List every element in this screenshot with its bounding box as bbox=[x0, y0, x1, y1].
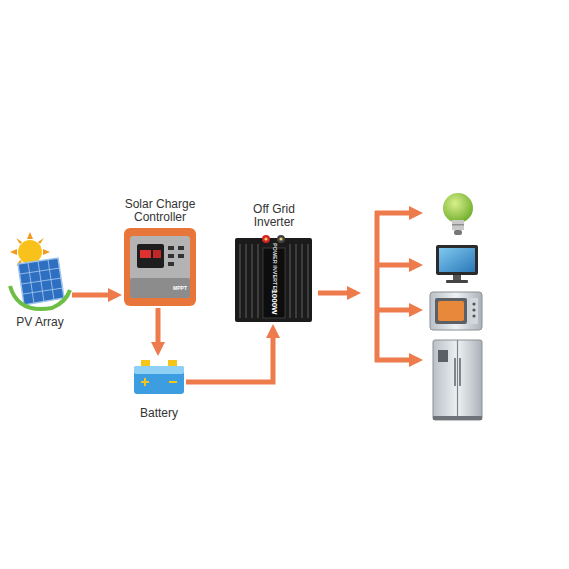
battery-node: Battery bbox=[133, 358, 185, 396]
distribution-arrows bbox=[375, 211, 380, 362]
inverter-icon bbox=[307, 244, 309, 318]
inverter-icon bbox=[251, 244, 253, 318]
pv-array-icon bbox=[10, 232, 70, 309]
monitor-icon bbox=[436, 245, 478, 275]
inverter-icon bbox=[295, 244, 297, 318]
inverter-icon bbox=[262, 235, 270, 243]
fridge-icon bbox=[433, 416, 482, 420]
inverter-icon bbox=[277, 235, 285, 243]
monitor-icon bbox=[446, 280, 468, 283]
microwave-icon bbox=[435, 298, 467, 324]
panel-grid bbox=[20, 260, 63, 304]
inverter-icon bbox=[245, 244, 247, 318]
distribution-arrows bbox=[375, 308, 418, 313]
power-rating: 1000W bbox=[270, 289, 278, 314]
inverter-icon bbox=[235, 238, 312, 322]
panel-grid bbox=[20, 268, 60, 274]
sun-rays bbox=[27, 232, 33, 239]
microwave-icon bbox=[472, 302, 475, 305]
pv-array-node: PV Array bbox=[8, 236, 72, 308]
light-bulb-icon bbox=[452, 220, 464, 230]
inverter-icon bbox=[235, 235, 312, 322]
sun-rays bbox=[16, 238, 22, 244]
distribution-arrows bbox=[375, 263, 418, 268]
inverter-icon bbox=[239, 244, 241, 318]
battery-icon bbox=[168, 360, 177, 367]
node-label: PV Array bbox=[0, 316, 80, 329]
node-label: Off Grid Inverter bbox=[234, 203, 314, 229]
panel-grid bbox=[23, 288, 63, 294]
flow-arrow bbox=[72, 293, 117, 298]
fridge-icon bbox=[459, 358, 461, 386]
node-label: Battery bbox=[119, 407, 199, 420]
solar-panel bbox=[18, 258, 64, 305]
battery-icon bbox=[169, 381, 177, 383]
fridge-icon bbox=[433, 340, 482, 420]
fridge-icon bbox=[457, 340, 458, 420]
charge-controller-icon bbox=[168, 262, 174, 266]
model-text: MPPT bbox=[173, 286, 187, 291]
charge-controller-icon bbox=[124, 228, 196, 306]
charge-controller-icon bbox=[178, 246, 184, 250]
battery-icon bbox=[134, 366, 184, 394]
inverter-icon bbox=[289, 244, 291, 318]
distribution-arrows bbox=[375, 358, 418, 363]
flow-arrow bbox=[156, 308, 161, 351]
panel-grid bbox=[22, 278, 62, 284]
monitor-icon bbox=[453, 275, 461, 280]
light-bulb-icon bbox=[443, 193, 473, 235]
fridge-icon bbox=[438, 350, 448, 362]
microwave-icon bbox=[430, 292, 482, 330]
sun-rays bbox=[43, 249, 50, 255]
microwave-icon bbox=[430, 292, 482, 330]
distribution-arrows bbox=[375, 211, 418, 216]
battery-icon bbox=[144, 378, 146, 386]
light-bulb-icon bbox=[454, 230, 462, 235]
light-bulb-icon bbox=[443, 193, 473, 223]
charge-controller-icon bbox=[130, 236, 190, 298]
charge-controller-icon bbox=[168, 246, 174, 250]
charge-controller-icon bbox=[168, 254, 174, 258]
light-bulb-icon bbox=[452, 224, 464, 226]
monitor-icon bbox=[439, 248, 475, 272]
charge-controller-icon bbox=[124, 228, 196, 306]
charge-controller-icon bbox=[140, 250, 151, 258]
fridge-icon bbox=[454, 358, 456, 386]
sun-rays bbox=[38, 238, 44, 244]
inverter-icon bbox=[257, 244, 259, 318]
flow-arrow bbox=[186, 329, 273, 382]
distribution-arrows bbox=[318, 291, 356, 296]
microwave-icon bbox=[472, 308, 475, 311]
charge-controller-icon bbox=[153, 250, 161, 258]
sun-rays bbox=[10, 249, 17, 255]
battery-icon bbox=[134, 366, 184, 374]
microwave-icon bbox=[438, 301, 464, 321]
charge-controller-icon bbox=[178, 254, 184, 258]
battery-icon bbox=[141, 360, 150, 367]
inverter-icon bbox=[264, 237, 267, 240]
microwave-icon bbox=[472, 314, 475, 317]
battery-icon bbox=[134, 360, 184, 394]
inverter-icon bbox=[301, 244, 303, 318]
monitor-icon bbox=[436, 245, 478, 283]
fridge-icon bbox=[433, 340, 482, 420]
microwave-icon bbox=[470, 298, 478, 324]
charge-controller-node: Solar Charge Controller bbox=[124, 228, 196, 306]
green-swoosh bbox=[10, 286, 70, 309]
charge-controller-icon bbox=[130, 278, 190, 298]
distribution-arrows bbox=[318, 211, 418, 362]
inverter-icon bbox=[279, 237, 282, 240]
node-label: Solar Charge Controller bbox=[112, 198, 208, 224]
product-name: POWER INVERTER bbox=[271, 243, 277, 293]
charge-controller-icon bbox=[137, 244, 164, 268]
